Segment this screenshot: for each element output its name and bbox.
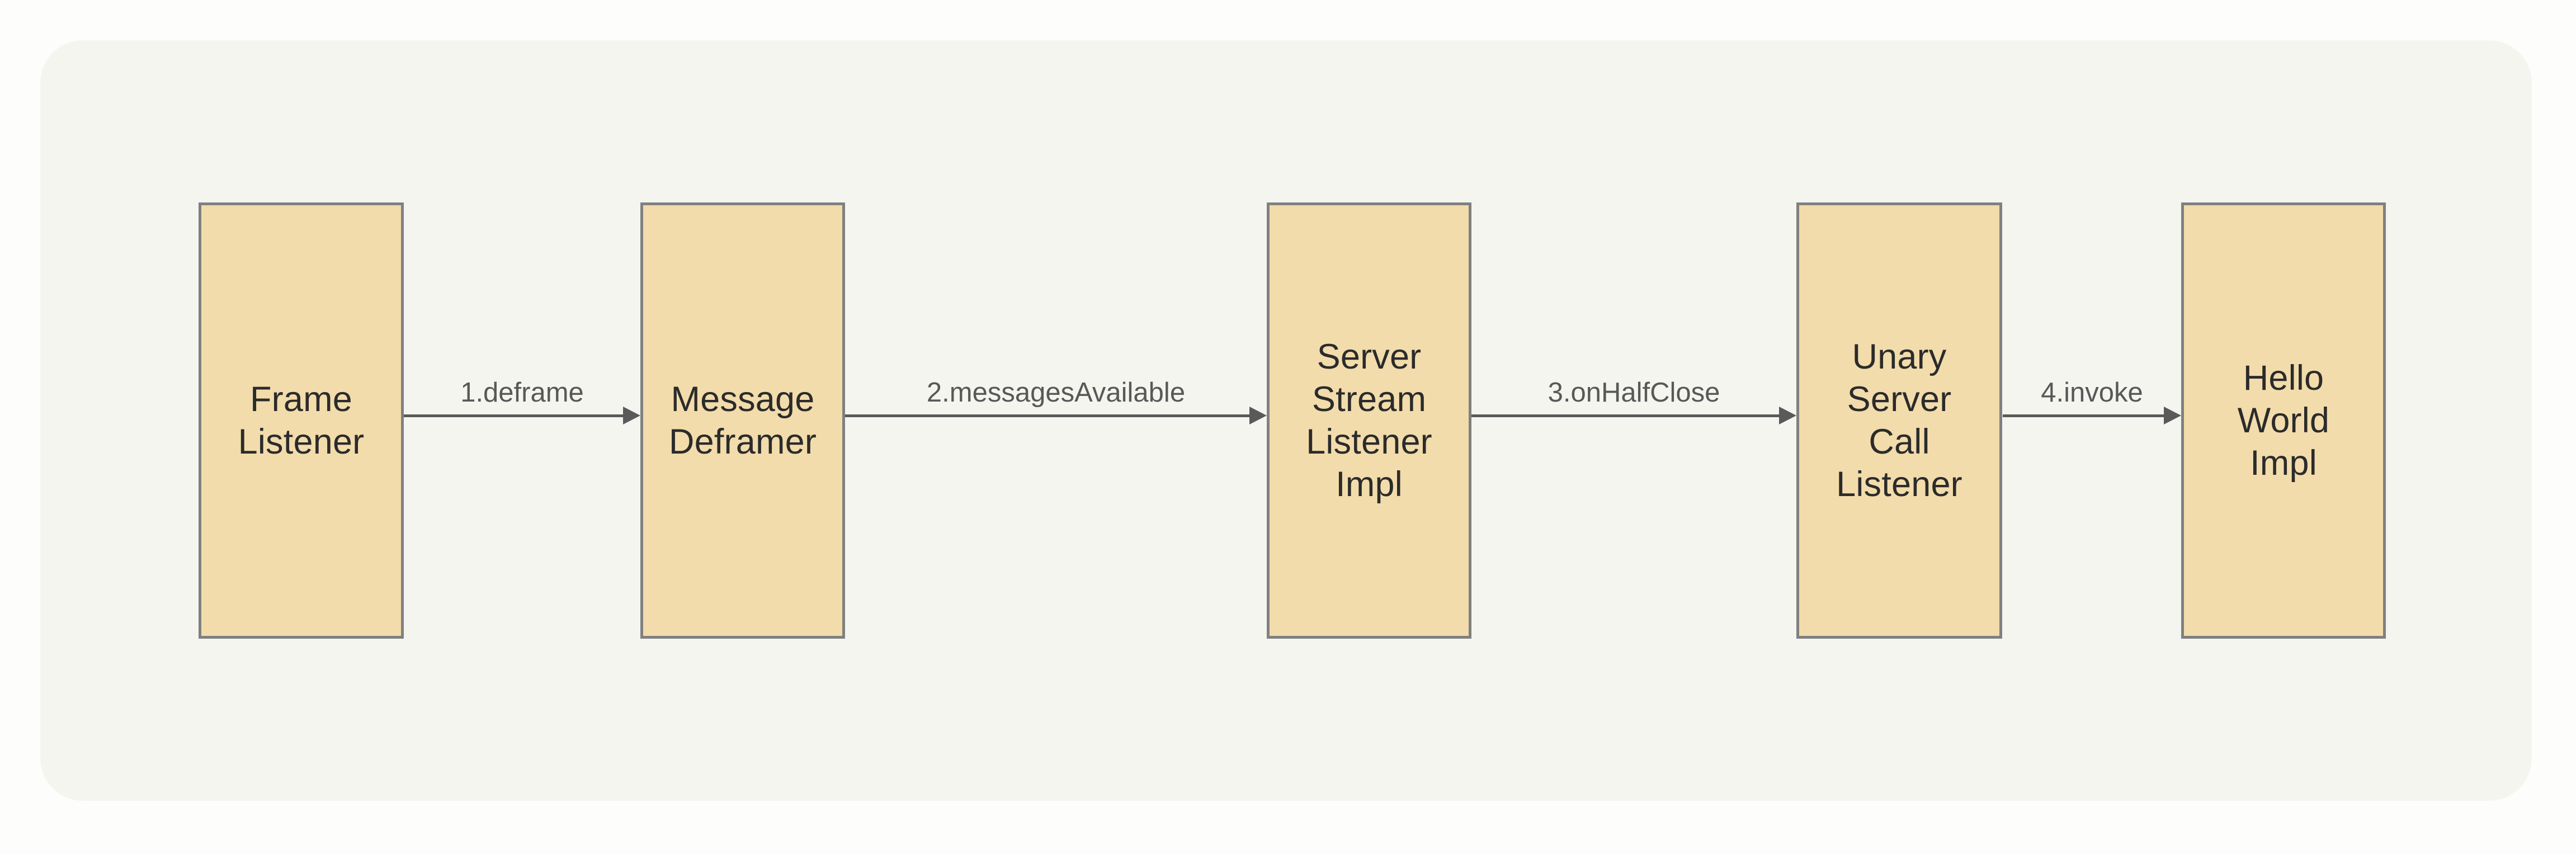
arrow-head-icon — [1779, 407, 1796, 424]
node-label: Server Stream Listener Impl — [1306, 337, 1432, 504]
arrow-head-icon — [1249, 407, 1267, 424]
edge-label: 1.deframe — [460, 378, 584, 408]
edge-label: 3.onHalfClose — [1548, 378, 1720, 408]
node-hello-world-impl[interactable]: Hello World Impl — [2181, 202, 2386, 639]
node-label: Hello World Impl — [2237, 358, 2330, 483]
node-label: Message Deframer — [668, 379, 817, 461]
arrow-head-icon — [2164, 407, 2181, 424]
node-unary-server-call-listener[interactable]: Unary Server Call Listener — [1796, 202, 2002, 639]
edge-line — [1471, 414, 1779, 417]
edge-on-half-close: 3.onHalfClose — [1471, 379, 1796, 427]
edge-line — [2003, 414, 2164, 417]
edge-messages-available: 2.messagesAvailable — [845, 379, 1267, 427]
node-server-stream-listener-impl[interactable]: Server Stream Listener Impl — [1267, 202, 1471, 639]
edge-line — [404, 414, 623, 417]
edge-invoke: 4.invoke — [2003, 379, 2181, 427]
node-message-deframer[interactable]: Message Deframer — [640, 202, 845, 639]
node-label: Unary Server Call Listener — [1836, 337, 1962, 504]
edge-line — [845, 414, 1249, 417]
node-frame-listener[interactable]: Frame Listener — [199, 202, 404, 639]
edge-label: 4.invoke — [2041, 378, 2143, 408]
edge-label: 2.messagesAvailable — [926, 378, 1186, 408]
node-label: Frame Listener — [238, 379, 365, 461]
arrow-head-icon — [623, 407, 640, 424]
edge-deframe: 1.deframe — [404, 379, 640, 427]
